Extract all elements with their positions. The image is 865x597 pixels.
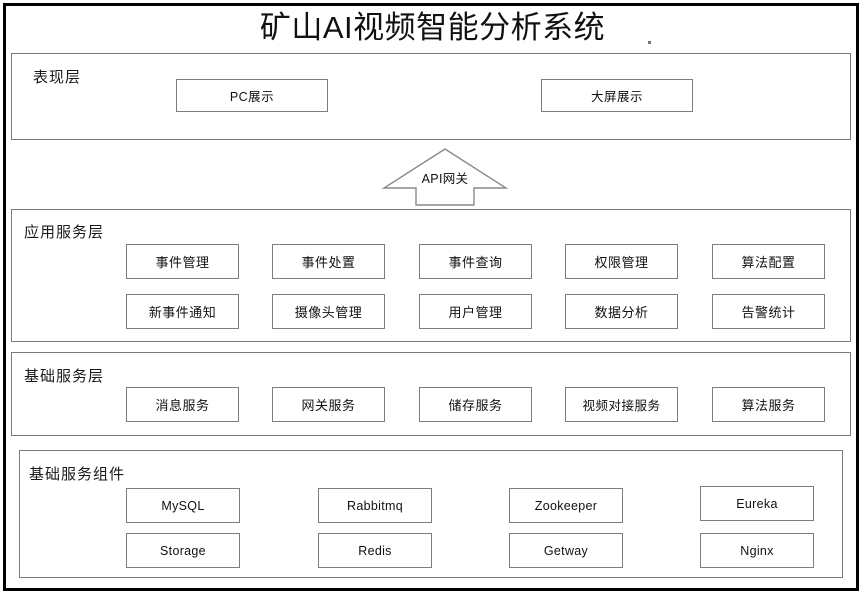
node-new-event-notification[interactable]: 新事件通知 (126, 294, 239, 329)
node-algorithm-configuration[interactable]: 算法配置 (712, 244, 825, 279)
node-zookeeper[interactable]: Zookeeper (509, 488, 623, 523)
node-data-analysis[interactable]: 数据分析 (565, 294, 678, 329)
node-redis[interactable]: Redis (318, 533, 432, 568)
node-event-query[interactable]: 事件查询 (419, 244, 532, 279)
node-nginx[interactable]: Nginx (700, 533, 814, 568)
diagram-outer-frame (3, 3, 859, 591)
node-algorithm-service[interactable]: 算法服务 (712, 387, 825, 422)
node-message-service[interactable]: 消息服务 (126, 387, 239, 422)
layer-basic-components-label: 基础服务组件 (29, 466, 126, 483)
node-large-screen-display[interactable]: 大屏展示 (541, 79, 693, 112)
api-gateway-arrow[interactable]: API网关 (380, 146, 510, 208)
layer-application-service-label: 应用服务层 (24, 224, 105, 241)
node-gateway-service[interactable]: 网关服务 (272, 387, 385, 422)
node-camera-management[interactable]: 摄像头管理 (272, 294, 385, 329)
layer-basic-service-label: 基础服务层 (24, 368, 105, 385)
node-user-management[interactable]: 用户管理 (419, 294, 532, 329)
node-alarm-statistics[interactable]: 告警统计 (712, 294, 825, 329)
node-eureka[interactable]: Eureka (700, 486, 814, 521)
node-pc-display[interactable]: PC展示 (176, 79, 328, 112)
layer-presentation (11, 53, 851, 140)
page-title: 矿山AI视频智能分析系统 (259, 10, 606, 45)
node-event-disposal[interactable]: 事件处置 (272, 244, 385, 279)
title-trailing-dot (648, 41, 651, 44)
node-rabbitmq[interactable]: Rabbitmq (318, 488, 432, 523)
node-getway[interactable]: Getway (509, 533, 623, 568)
node-mysql[interactable]: MySQL (126, 488, 240, 523)
layer-presentation-label: 表现层 (33, 69, 82, 86)
node-storage[interactable]: Storage (126, 533, 240, 568)
node-video-docking-service[interactable]: 视频对接服务 (565, 387, 678, 422)
node-storage-service[interactable]: 储存服务 (419, 387, 532, 422)
node-event-management[interactable]: 事件管理 (126, 244, 239, 279)
node-permission-management[interactable]: 权限管理 (565, 244, 678, 279)
